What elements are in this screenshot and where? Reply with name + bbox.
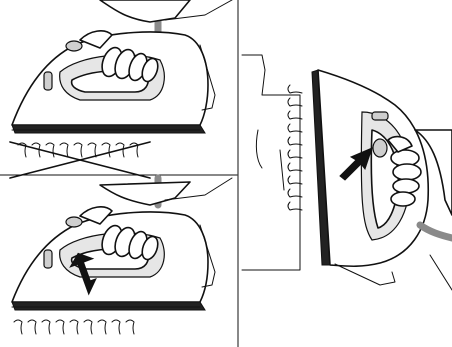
soleplate xyxy=(12,302,205,310)
steam-button xyxy=(66,41,82,51)
panel-right xyxy=(242,55,452,290)
steam-button xyxy=(373,139,387,157)
hand-arm xyxy=(100,182,190,205)
water-window xyxy=(372,112,388,120)
panel-bottom-left xyxy=(12,178,232,334)
sleeve-line xyxy=(430,255,452,290)
garment-fold xyxy=(256,130,262,168)
garment-seam xyxy=(280,150,284,190)
cross-out-mark xyxy=(10,142,150,178)
panel-top-left xyxy=(10,0,232,178)
soleplate xyxy=(12,125,205,133)
water-window xyxy=(44,250,52,268)
steam-button xyxy=(66,217,82,227)
iron-heel xyxy=(335,264,395,285)
water-window xyxy=(44,72,52,90)
power-cord xyxy=(420,225,452,238)
steam-puffs xyxy=(14,320,134,334)
hanging-garment xyxy=(242,55,300,270)
